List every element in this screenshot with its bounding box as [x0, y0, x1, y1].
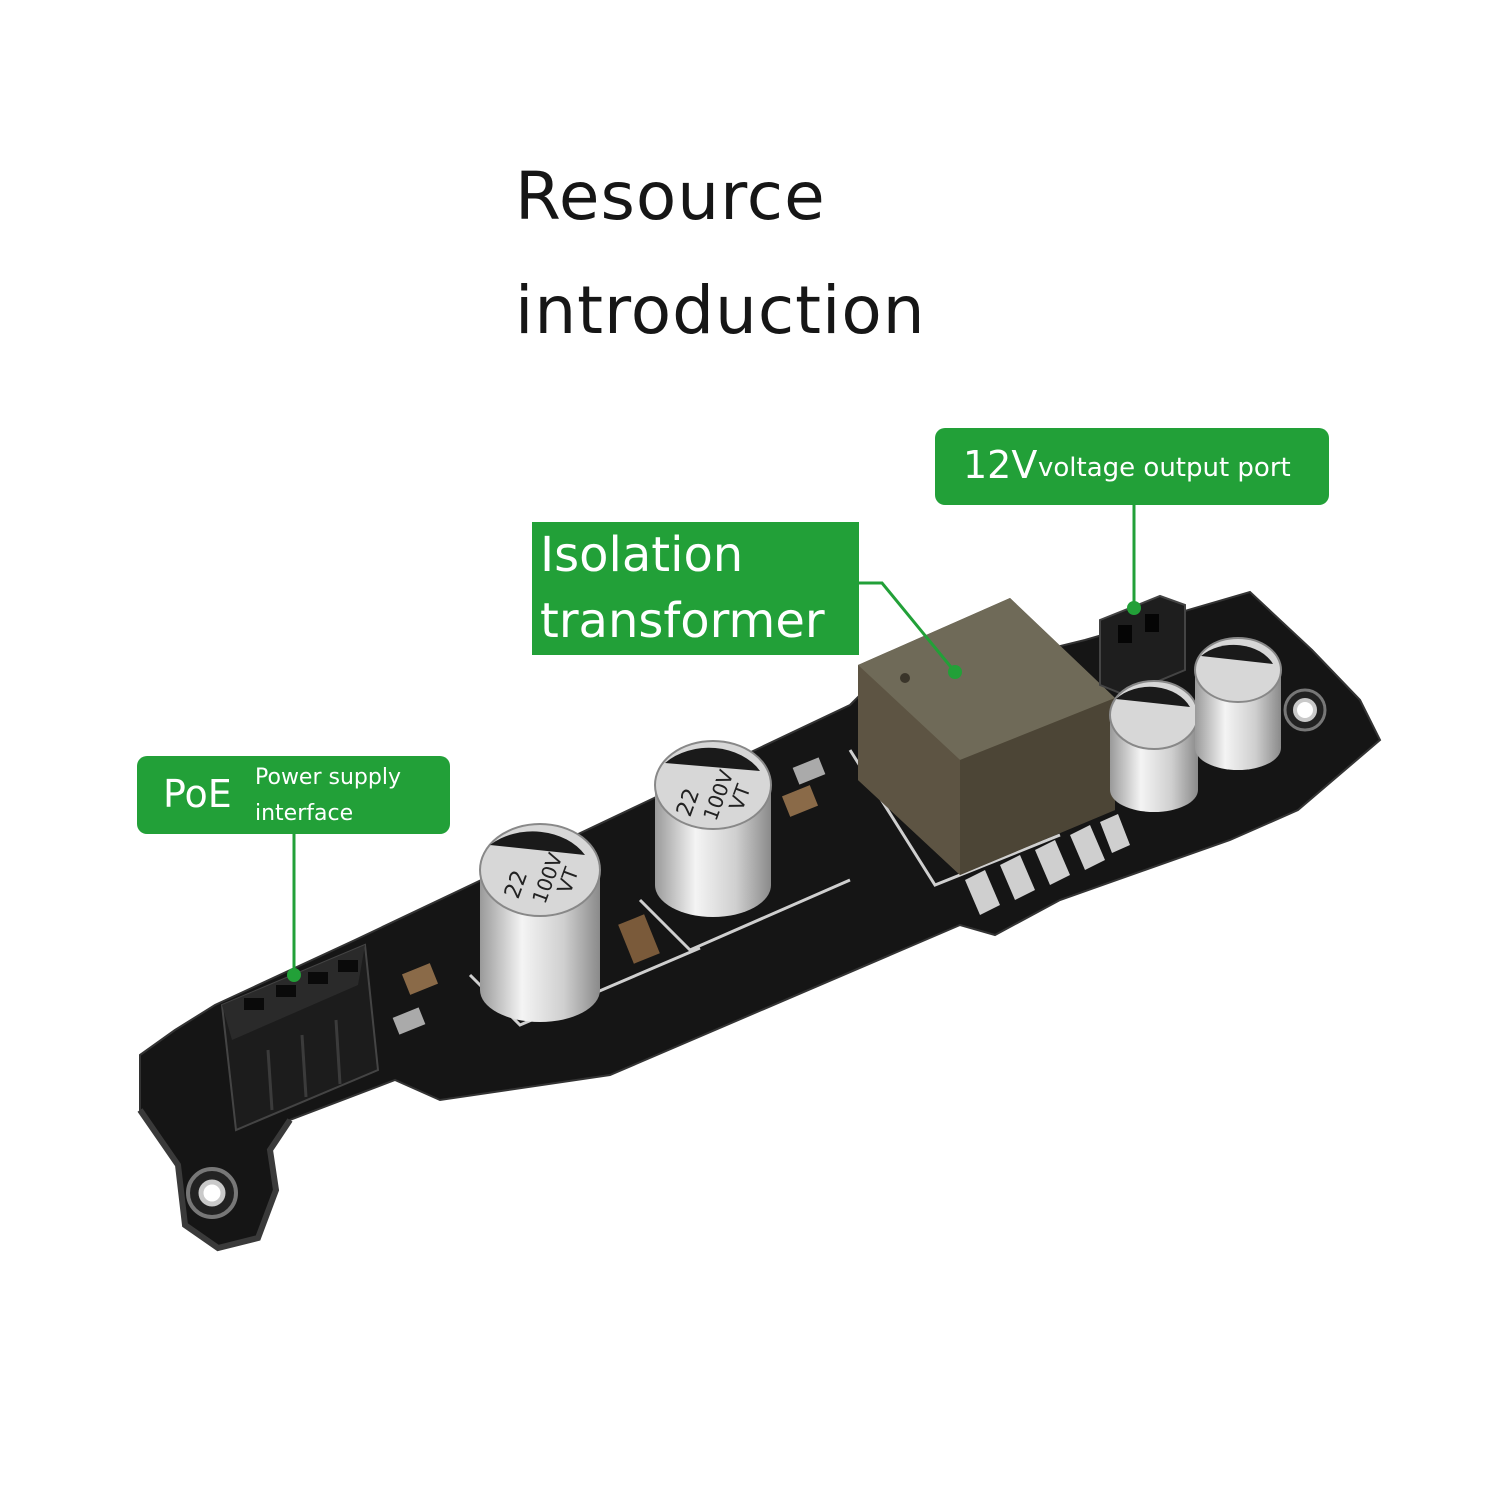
isolation-callout-line-2: transformer: [540, 593, 825, 649]
title-line-2: introduction: [515, 272, 926, 349]
capacitor-left: 22 100V VT: [479, 823, 601, 1022]
isolation-transformer: [858, 598, 1130, 915]
capacitor-right-back: [1194, 637, 1282, 770]
output-callout-main: 12V: [963, 443, 1038, 487]
poe-callout-sub: Power supply interface: [255, 765, 401, 826]
capacitor-right-front: [1109, 680, 1199, 812]
poe-header-connector: [220, 943, 380, 1132]
title-line-1: Resource: [515, 158, 826, 235]
output-callout: 12V voltage output port: [935, 428, 1329, 505]
isolation-callout: Isolation transformer: [532, 522, 859, 655]
poe-callout-main: PoE: [163, 772, 232, 816]
isolation-callout-line-1: Isolation: [540, 527, 744, 583]
page-title: Resource introduction: [515, 140, 926, 368]
output-header-connector: [1099, 594, 1186, 697]
output-callout-sub: voltage output port: [1038, 453, 1291, 483]
poe-callout: PoE Power supply interface: [137, 756, 450, 834]
capacitor-middle: 22 100V VT: [654, 740, 772, 917]
isolation-leader-line: [859, 581, 957, 673]
